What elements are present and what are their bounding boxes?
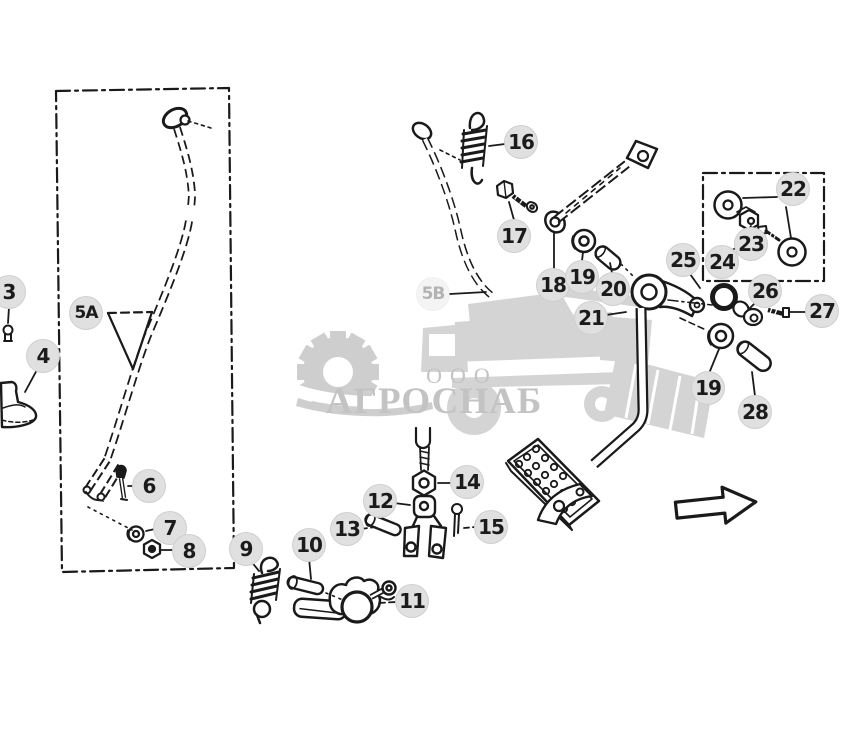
part-25-pedal-arm [590, 273, 706, 469]
part-3-bolt [2, 324, 14, 342]
triangle-pointer-5a [106, 310, 154, 371]
part-27-bolt [767, 307, 790, 318]
lever-detail-box [54, 86, 236, 574]
part-22-washer-a [713, 190, 743, 220]
part-20-bushing [594, 245, 622, 271]
part-23-nut [736, 206, 760, 232]
part-7-washer [126, 525, 145, 543]
watermark: ООО АГРОСНАБ [294, 286, 714, 438]
part-5b-rod [411, 121, 494, 298]
gear-shift-lever [82, 106, 196, 503]
part-12-clevis [402, 494, 448, 560]
watermark-company-text: АГРОСНАБ [326, 381, 543, 422]
part-28-pin [736, 340, 772, 373]
watermark-llc-text: ООО [426, 363, 498, 388]
part-18-strap [544, 139, 659, 234]
part-22-washer-b [777, 237, 807, 267]
part-15-cotter-pin [451, 503, 463, 537]
part-19-washer-upper [571, 228, 597, 254]
part-24-bolt [757, 225, 781, 242]
threaded-rod [414, 426, 432, 471]
part-4-boot [0, 380, 38, 429]
part-19-washer-lower [707, 322, 735, 350]
part-14-nut [411, 469, 437, 497]
part-6-pin [115, 464, 128, 501]
part-10-pin [286, 575, 325, 596]
part-11-cam-lever [292, 576, 397, 624]
watermark-gear-icon [294, 331, 433, 417]
part-16-spring [459, 111, 488, 185]
part-8-nut [142, 538, 162, 560]
pedal-plate [505, 437, 601, 531]
inset-detail-box [701, 171, 826, 283]
part-17-bolt [495, 179, 539, 213]
direction-arrow [673, 485, 758, 525]
part-26-ring-bushing [710, 283, 764, 327]
part-13-clevis-pin [364, 512, 402, 537]
